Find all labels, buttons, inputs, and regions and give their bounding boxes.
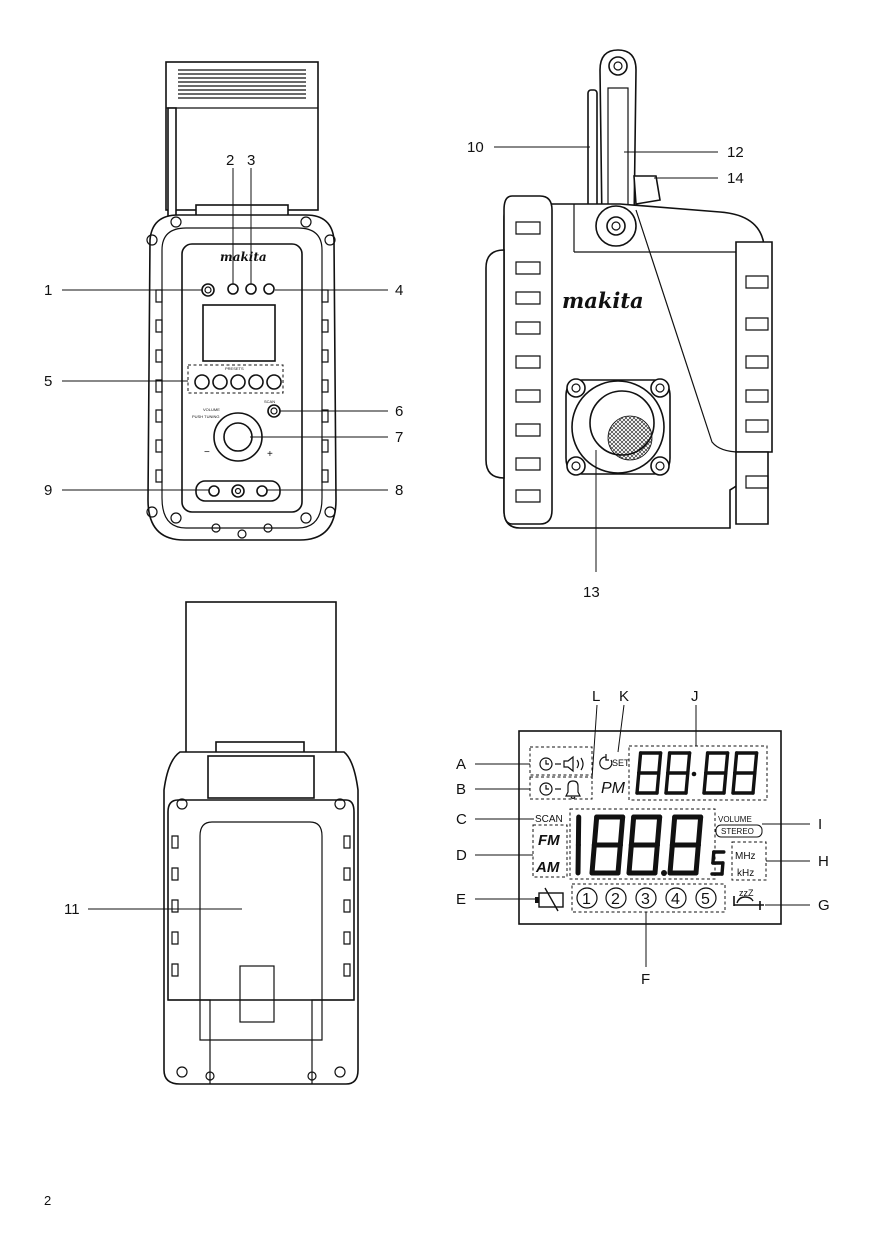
lcd-segment (666, 751, 672, 775)
front-volume-caption: VOLUME (203, 407, 220, 412)
front-presets-caption: PRESETS (225, 366, 244, 371)
callout-L: L (592, 688, 600, 705)
side-leader-lines (494, 146, 718, 572)
callout-A: A (456, 756, 466, 773)
lcd-segment (657, 751, 663, 775)
callout-3: 3 (247, 152, 255, 169)
back-view (163, 601, 359, 1085)
front-push-tuning-caption: PUSH TUNING (192, 414, 219, 419)
lcd-clock-digits (635, 751, 759, 795)
lcd-segment (617, 814, 626, 848)
callout-1: 1 (44, 282, 52, 299)
lcd-detail: SET PM SCAN FM AM VOLUME STEREO MHz kHz … (518, 730, 782, 925)
lcd-separator-dot (661, 870, 667, 876)
lcd-segment (722, 771, 728, 795)
lcd-sleep-text: zzZ (739, 888, 754, 898)
callout-6: 6 (395, 403, 403, 420)
callout-2: 2 (226, 152, 234, 169)
lcd-segment (667, 842, 675, 876)
lcd-khz-text: kHz (737, 868, 754, 879)
callout-G: G (818, 897, 830, 914)
callout-H: H (818, 853, 829, 870)
callout-D: D (456, 847, 467, 864)
lcd-preset-3: 3 (641, 891, 650, 908)
front-plus-sign: + (267, 449, 273, 460)
callout-13: 13 (583, 584, 600, 601)
lcd-scan-text: SCAN (535, 814, 563, 825)
callout-E: E (456, 891, 466, 908)
lcd-preset-indicators: 1 2 3 4 5 (576, 887, 717, 909)
lcd-preset-2: 2 (611, 891, 620, 908)
lcd-segment (684, 771, 690, 795)
lcd-segment (751, 771, 757, 795)
callout-11: 11 (64, 901, 80, 918)
front-view: makita PRESETS SCAN VOLUME PUSH TUNING −… (146, 61, 337, 541)
lcd-set-text: SET (612, 758, 630, 768)
callout-8: 8 (395, 482, 403, 499)
lcd-segment (702, 771, 708, 795)
brand-logo-side: makita (562, 288, 644, 313)
lcd-volume-text: VOLUME (718, 815, 752, 824)
side-view: makita (485, 49, 773, 529)
lcd-segment (589, 842, 597, 876)
lcd-segment (733, 751, 739, 775)
callout-F: F (641, 971, 650, 988)
lcd-segment (704, 751, 710, 775)
front-minus-sign: − (204, 447, 210, 458)
lcd-am-text: AM (535, 859, 560, 876)
front-leader-lines (62, 168, 388, 491)
callout-B: B (456, 781, 466, 798)
lcd-segment (724, 751, 730, 775)
callout-C: C (456, 811, 467, 828)
lcd-preset-4: 4 (671, 891, 680, 908)
lcd-preset-5: 5 (701, 891, 710, 908)
lcd-pm-text: PM (601, 780, 626, 797)
lcd-preset-1: 1 (582, 891, 591, 908)
callout-10: 10 (467, 139, 484, 156)
lcd-segment (635, 771, 641, 795)
lcd-segment (654, 814, 663, 848)
lcd-segment (655, 771, 661, 795)
lcd-segment (652, 842, 660, 876)
callout-12: 12 (727, 144, 744, 161)
lcd-segment (626, 842, 634, 876)
lcd-segment (731, 771, 737, 795)
lcd-segment (669, 814, 678, 848)
lcd-segment (753, 751, 759, 775)
lcd-leader-lines (475, 704, 810, 967)
callout-4: 4 (395, 282, 403, 299)
page-number: 2 (44, 1193, 52, 1208)
lcd-segment (628, 814, 637, 848)
callout-I: I (818, 816, 822, 833)
lcd-segment (711, 850, 716, 865)
lcd-segment (686, 751, 692, 775)
lcd-segment (693, 842, 701, 876)
lcd-segment (720, 861, 725, 876)
lcd-separator-dot (691, 771, 697, 777)
lcd-segment (591, 814, 600, 848)
lcd-stereo-text: STEREO (721, 827, 754, 836)
lcd-segment (695, 814, 704, 848)
front-scan-caption: SCAN (264, 399, 275, 404)
callout-K: K (619, 688, 629, 705)
callout-14: 14 (727, 170, 744, 187)
callout-5: 5 (44, 373, 52, 390)
lcd-fm-text: FM (538, 832, 560, 849)
lcd-segment (637, 751, 643, 775)
lcd-segment (664, 771, 670, 795)
callout-7: 7 (395, 429, 403, 446)
lcd-frequency-digits (575, 814, 726, 876)
callout-J: J (691, 688, 699, 705)
callout-9: 9 (44, 482, 52, 499)
lcd-segment (615, 842, 623, 876)
lcd-mhz-text: MHz (735, 851, 756, 862)
brand-logo-front: makita (220, 250, 267, 264)
